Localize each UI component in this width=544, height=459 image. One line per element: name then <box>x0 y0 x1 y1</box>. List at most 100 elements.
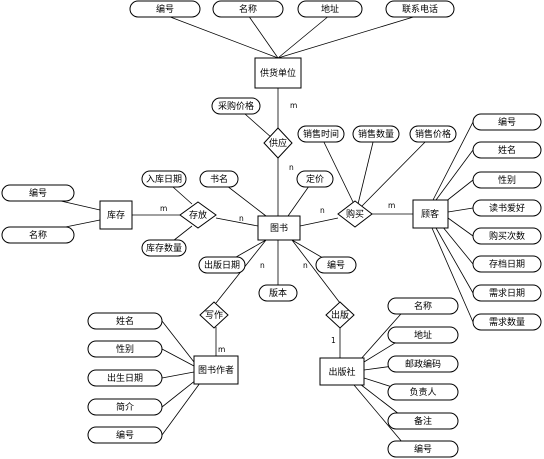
edge-supplier-phone <box>277 14 421 59</box>
attr-author-id-label: 编号 <box>116 429 134 441</box>
attr-author-gender-label: 性别 <box>116 343 134 355</box>
edge-book-buy <box>299 217 339 227</box>
attr-supplier-address-label: 地址 <box>321 3 339 15</box>
attr-publisher-name-label: 名称 <box>414 300 432 312</box>
attr-book-pubdate[interactable]: 出版日期 <box>198 256 246 274</box>
attr-publisher-zip[interactable]: 邮政编码 <box>387 355 459 373</box>
card-buy-book: n <box>320 206 325 215</box>
edge-customer-needdate <box>435 227 474 294</box>
attr-author-birth[interactable]: 出生日期 <box>87 369 163 387</box>
attr-supplier-address[interactable]: 地址 <box>297 0 363 18</box>
attr-customer-buycount-label: 购买次数 <box>489 230 525 242</box>
attr-publisher-note[interactable]: 备注 <box>387 412 459 430</box>
attr-author-intro-label: 简介 <box>116 401 134 413</box>
entity-customer-label: 顾客 <box>421 208 439 220</box>
relationship-buy[interactable]: 购买 <box>337 200 373 228</box>
attr-buy-time[interactable]: 销售时间 <box>297 125 345 143</box>
card-publish-publisher: 1 <box>331 336 336 345</box>
relationship-write-label: 写作 <box>205 309 223 321</box>
attr-publisher-zip-label: 邮政编码 <box>405 358 441 370</box>
attr-customer-needdate-label: 需求日期 <box>489 287 525 299</box>
relationship-store[interactable]: 存放 <box>179 201 217 229</box>
attr-publisher-address-label: 地址 <box>414 329 432 341</box>
card-publish-book: n <box>303 261 308 270</box>
attr-buy-qty-label: 销售数量 <box>358 128 394 140</box>
attr-customer-name[interactable]: 姓名 <box>472 141 542 159</box>
attr-store-qty[interactable]: 库存数量 <box>141 239 187 257</box>
entity-publisher-label: 出版社 <box>328 366 355 378</box>
attr-book-price[interactable]: 定价 <box>296 170 334 188</box>
attr-supplier-id[interactable]: 编号 <box>129 0 201 18</box>
attr-store-qty-label: 库存数量 <box>146 242 182 254</box>
card-write-book: n <box>260 261 265 270</box>
attr-stock-id-label: 编号 <box>29 187 47 199</box>
attr-book-edition[interactable]: 版本 <box>258 284 298 302</box>
attr-supplier-id-label: 编号 <box>156 3 174 15</box>
edge-customer-buycount <box>447 217 474 237</box>
attr-author-intro[interactable]: 简介 <box>87 398 163 416</box>
attr-supplier-phone[interactable]: 联系电话 <box>385 0 455 18</box>
entity-stock-label: 库存 <box>107 209 125 221</box>
attr-customer-needdate[interactable]: 需求日期 <box>472 284 542 302</box>
attr-book-title[interactable]: 书名 <box>199 170 239 188</box>
relationship-publish-label: 出版 <box>331 309 349 321</box>
attr-publisher-manager-label: 负责人 <box>409 386 436 398</box>
entity-stock[interactable]: 库存 <box>99 200 133 230</box>
attr-book-id[interactable]: 编号 <box>315 256 357 274</box>
attr-supply-price[interactable]: 采购价格 <box>211 97 261 115</box>
edge-customer-hobby <box>447 207 474 213</box>
edge-author-gender <box>161 348 195 367</box>
entity-author[interactable]: 图书作者 <box>193 355 239 385</box>
attr-publisher-name[interactable]: 名称 <box>387 297 459 315</box>
attr-book-edition-label: 版本 <box>269 287 287 299</box>
attr-customer-needqty[interactable]: 需求数量 <box>472 313 542 331</box>
entity-customer[interactable]: 顾客 <box>412 199 449 229</box>
entities: 供货单位 图书 库存 顾客 图书作者 出版社 <box>99 57 449 386</box>
attr-stock-id[interactable]: 编号 <box>1 184 75 202</box>
relationship-store-label: 存放 <box>189 209 207 221</box>
attr-author-gender[interactable]: 性别 <box>87 340 163 358</box>
edge-customer-needqty <box>431 227 474 323</box>
attr-book-id-label: 编号 <box>327 259 345 271</box>
edge-supplier-address <box>277 14 331 59</box>
attr-buy-qty[interactable]: 销售数量 <box>352 125 400 143</box>
edge-author-birth <box>161 371 195 379</box>
attr-book-pubdate-label: 出版日期 <box>204 259 240 271</box>
attr-store-indate[interactable]: 入库日期 <box>141 170 187 188</box>
attr-stock-name[interactable]: 名称 <box>1 226 75 244</box>
attr-customer-gender[interactable]: 性别 <box>472 171 542 189</box>
attr-customer-id-label: 编号 <box>498 116 516 128</box>
entity-book[interactable]: 图书 <box>257 215 301 241</box>
card-store-book: n <box>239 214 244 223</box>
attr-book-title-label: 书名 <box>210 173 228 185</box>
attr-supplier-name-label: 名称 <box>239 3 257 15</box>
attr-author-name[interactable]: 姓名 <box>87 312 163 330</box>
attr-publisher-id[interactable]: 编号 <box>387 440 459 458</box>
attr-supplier-name[interactable]: 名称 <box>212 0 284 18</box>
attr-supplier-phone-label: 联系电话 <box>402 3 438 15</box>
entity-supplier[interactable]: 供货单位 <box>254 57 302 89</box>
attr-publisher-address[interactable]: 地址 <box>387 326 459 344</box>
attr-customer-hobby[interactable]: 读书爱好 <box>472 199 542 217</box>
attr-customer-id[interactable]: 编号 <box>472 113 542 131</box>
attr-buy-price[interactable]: 销售价格 <box>409 125 457 143</box>
entity-book-label: 图书 <box>270 223 288 234</box>
relationship-write[interactable]: 写作 <box>199 301 229 329</box>
edge-supplier-id <box>164 14 279 59</box>
card-supply-supplier: m <box>290 101 297 110</box>
edge-buy-qty <box>357 133 376 205</box>
attr-supply-price-label: 采购价格 <box>218 100 254 112</box>
entity-publisher[interactable]: 出版社 <box>319 357 365 386</box>
attr-store-indate-label: 入库日期 <box>146 173 182 185</box>
relationship-supply[interactable]: 供应 <box>263 127 293 159</box>
relationship-publish[interactable]: 出版 <box>325 301 355 329</box>
attr-customer-buycount[interactable]: 购买次数 <box>472 227 542 245</box>
entity-supplier-label: 供货单位 <box>260 67 296 79</box>
attr-customer-archivedate[interactable]: 存档日期 <box>472 255 542 273</box>
attr-publisher-manager[interactable]: 负责人 <box>387 383 459 401</box>
card-supply-book: n <box>289 163 294 172</box>
card-write-author: m <box>218 345 225 354</box>
edge-customer-archivedate <box>441 225 474 265</box>
attr-author-id[interactable]: 编号 <box>87 426 163 444</box>
